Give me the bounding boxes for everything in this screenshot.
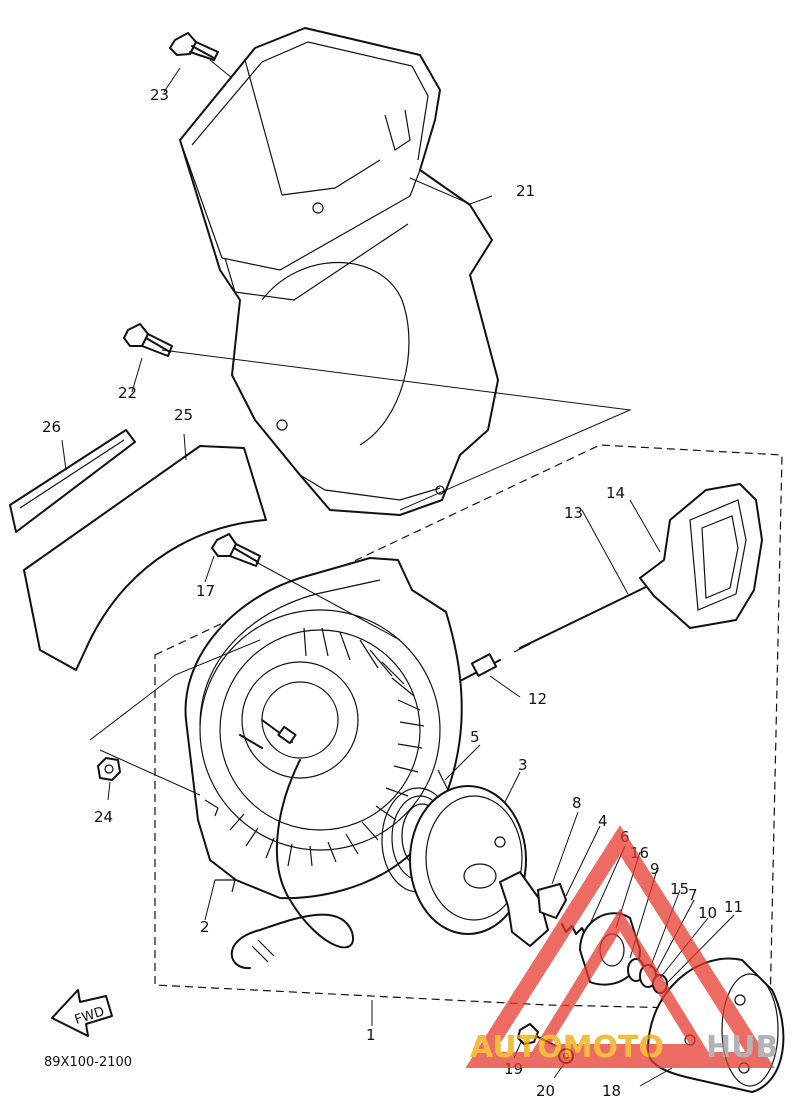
rope-guide-part bbox=[461, 653, 501, 681]
callout-26: 26 bbox=[42, 418, 61, 436]
callout-3: 3 bbox=[518, 756, 528, 774]
callout-23: 23 bbox=[150, 86, 169, 104]
callout-12: 12 bbox=[528, 690, 547, 708]
watermark-triangle-icon bbox=[465, 825, 775, 1068]
starter-case-part bbox=[184, 557, 463, 900]
leader-lines bbox=[61, 59, 735, 1087]
nut-24 bbox=[97, 757, 121, 781]
starter-rope-part bbox=[519, 585, 649, 649]
callout-1: 1 bbox=[366, 1026, 376, 1044]
callout-9: 9 bbox=[650, 860, 660, 878]
callout-18: 18 bbox=[602, 1082, 621, 1100]
starter-handle-part bbox=[639, 483, 763, 629]
drive-plate-part bbox=[499, 871, 567, 947]
callout-10: 10 bbox=[698, 904, 717, 922]
callout-8: 8 bbox=[572, 794, 582, 812]
fwd-arrow-icon: FWD bbox=[51, 989, 113, 1037]
callout-24: 24 bbox=[94, 808, 113, 826]
callout-11: 11 bbox=[724, 898, 743, 916]
cover-part bbox=[23, 445, 267, 671]
watermark-text-b: HUB bbox=[706, 1030, 778, 1065]
callout-17: 17 bbox=[196, 582, 215, 600]
callout-13: 13 bbox=[564, 504, 583, 522]
watermark-logo: AUTOMOTO HUB bbox=[465, 825, 778, 1068]
callout-21: 21 bbox=[516, 182, 535, 200]
watermark-text-a: AUTOMOTO bbox=[470, 1030, 664, 1065]
bolt-23 bbox=[169, 32, 219, 61]
callout-7: 7 bbox=[688, 886, 698, 904]
sheave-drum-part bbox=[409, 785, 527, 935]
bolt-22 bbox=[123, 323, 173, 357]
diagram-code: 89X100-2100 bbox=[44, 1055, 132, 1070]
callout-22: 22 bbox=[118, 384, 137, 402]
callout-25: 25 bbox=[174, 406, 193, 424]
bolt-17 bbox=[211, 533, 261, 567]
callout-4: 4 bbox=[598, 812, 608, 830]
callout-2: 2 bbox=[200, 918, 210, 936]
callout-5: 5 bbox=[470, 728, 480, 746]
air-shroud-part bbox=[179, 27, 499, 516]
callout-14: 14 bbox=[606, 484, 625, 502]
callout-20: 20 bbox=[536, 1082, 555, 1100]
rope-loop bbox=[230, 759, 355, 970]
callout-15: 15 bbox=[670, 880, 689, 898]
emblem-part bbox=[9, 429, 136, 533]
